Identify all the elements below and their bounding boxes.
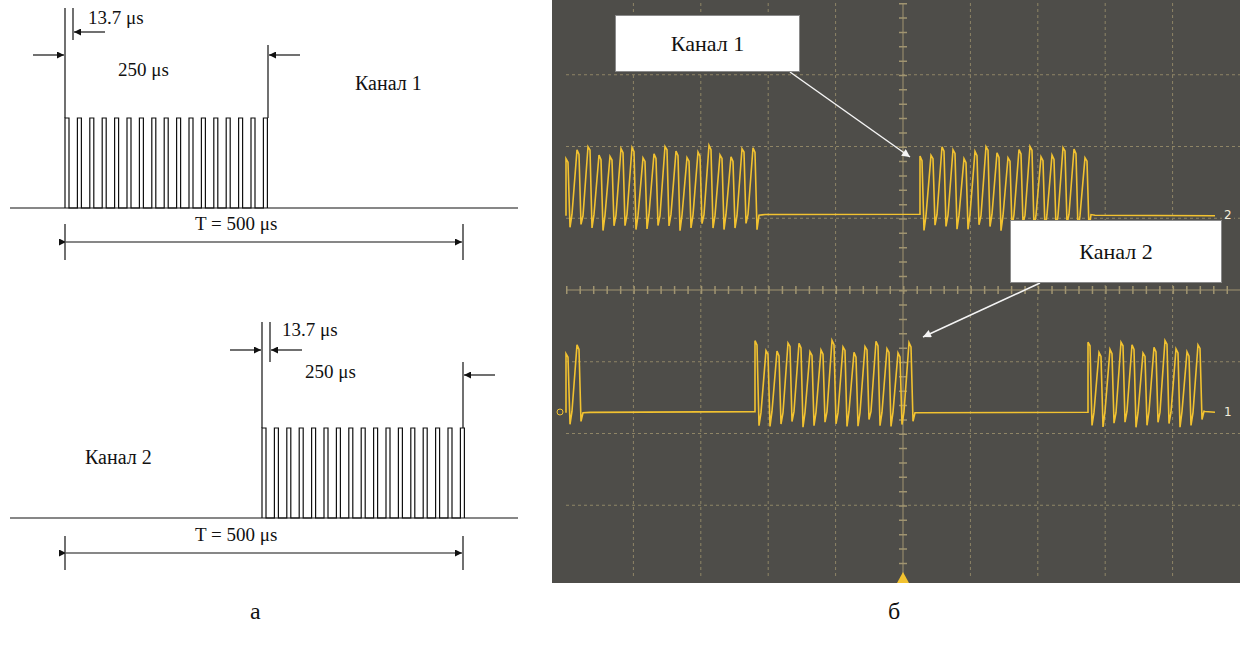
panel-letter: б [888,598,900,624]
channel-label: Канал 2 [85,446,152,468]
period-label: T = 500 μs [195,525,277,545]
dimension-arrow [230,349,261,350]
period-arrow [66,552,462,553]
pulse-train [65,118,267,208]
dimension-label: 250 μs [305,362,356,382]
channel-marker-label: 1 [1222,405,1234,419]
dimension-arrow [33,54,64,55]
callout-text: Канал 1 [671,32,744,56]
channel-marker-label: 2 [1222,208,1234,222]
screen-axes [566,3,1240,577]
oscilloscope-screen [552,0,1240,583]
pulse-train [65,118,267,208]
period-label: T = 500 μs [195,214,277,234]
channel-label: Канал 1 [355,72,422,94]
callout-box: Канал 1 [615,15,800,72]
callout-leader [790,72,910,157]
pulse-train [262,428,464,518]
scope-trace [566,340,1215,427]
dimension-label: 13.7 μs [88,8,144,28]
dimension-tick [261,322,262,428]
pulse-train [262,428,464,518]
dimension-tick [64,8,65,118]
dimension-arrow [269,54,300,55]
trigger-marker [897,572,909,583]
scope-traces [566,145,1215,427]
scope-trace [566,145,1215,230]
dimension-tick [462,536,463,570]
dimension-arrow [74,31,105,32]
period-arrow [66,241,462,242]
dimension-tick [269,322,270,362]
dimension-label: 250 μs [118,60,169,80]
screen-grid [566,3,1240,577]
dimension-tick [64,536,65,570]
dimension-tick [462,224,463,260]
callout-leader [923,283,1040,337]
callout-box: Канал 2 [1010,220,1222,283]
dimension-arrow [271,349,302,350]
timing-diagram-2 [10,322,518,570]
panel-letter: а [250,598,261,624]
channel-marker [557,409,563,415]
dimension-tick [462,362,463,428]
dimension-tick [267,45,268,118]
screen-background [552,0,1240,583]
dimension-label: 13.7 μs [282,320,338,340]
dimension-arrow [464,374,495,375]
callout-text: Канал 2 [1079,240,1152,264]
timing-diagram-1 [10,8,518,260]
dimension-tick [64,224,65,260]
dimension-tick [72,8,73,40]
